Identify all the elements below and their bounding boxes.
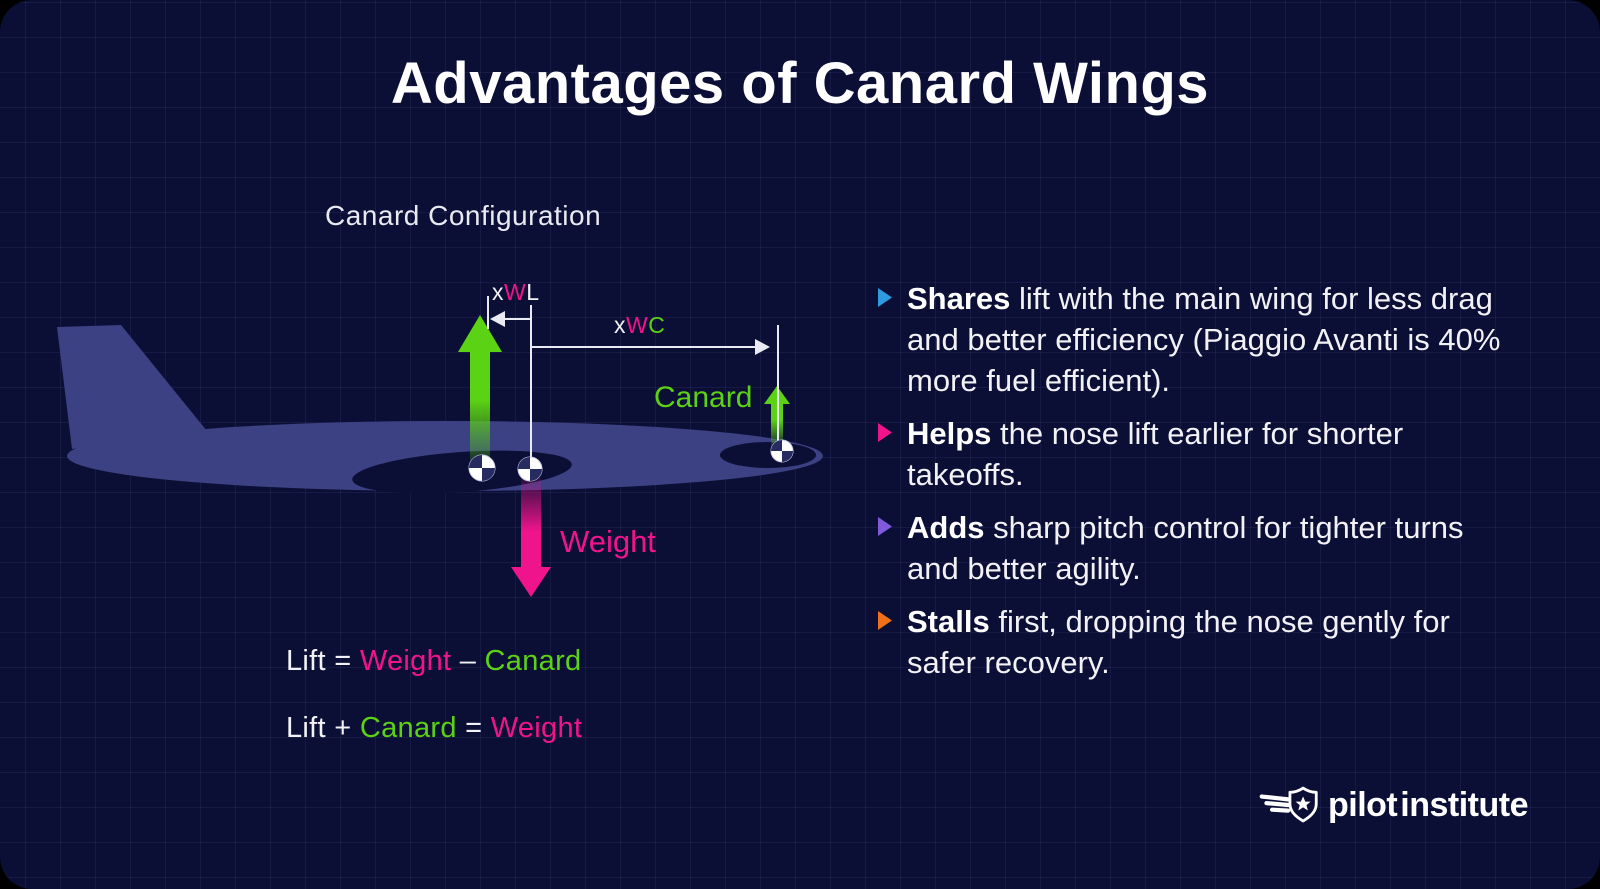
advantage-item: Adds sharp pitch control for tighter tur… [878, 507, 1523, 589]
wing-root-cutout [352, 450, 572, 494]
cg-symbol-datum [517, 456, 543, 482]
xwl-l: L [526, 279, 540, 305]
cg-symbol-canard [770, 439, 794, 463]
advantage-text: Stalls first, dropping the nose gently f… [907, 604, 1450, 680]
canard-aircraft-diagram [57, 296, 823, 597]
bullet-triangle-icon [878, 517, 892, 536]
advantage-item: Helps the nose lift earlier for shorter … [878, 413, 1523, 495]
equation-term: – [451, 645, 485, 677]
canard-force-label: Canard [654, 381, 753, 414]
logo-word-institute: institute [1400, 785, 1528, 824]
diagram-caption: Canard Configuration [325, 200, 602, 231]
xwc-arrowhead-icon [755, 339, 770, 355]
xwc-w: W [626, 312, 649, 338]
equation-term: = [456, 712, 491, 744]
xwc-dimension-label: xWC [614, 312, 665, 339]
advantage-item: Stalls first, dropping the nose gently f… [878, 601, 1523, 683]
advantage-lead-word: Stalls [907, 604, 990, 639]
page-title: Advantages of Canard Wings [390, 51, 1210, 116]
bullet-triangle-icon [878, 288, 892, 307]
pilot-institute-logo: pilotinstitute [1258, 782, 1528, 828]
equation-term: Canard [359, 712, 457, 744]
bullet-triangle-icon [878, 423, 892, 442]
weight-force-label: Weight [560, 524, 656, 559]
tail-fin [57, 325, 207, 449]
logo-word-pilot: pilot [1328, 785, 1398, 824]
star-icon [1295, 796, 1311, 811]
advantage-text: Shares lift with the main wing for less … [907, 281, 1501, 398]
advantage-lead-word: Adds [907, 510, 985, 545]
advantage-text: Adds sharp pitch control for tighter tur… [907, 510, 1464, 586]
lift-arrow [458, 315, 502, 470]
canard-root-cutout [720, 442, 816, 468]
cg-symbol-main [468, 454, 496, 482]
advantage-text: Helps the nose lift earlier for shorter … [907, 416, 1404, 492]
advantage-lead-word: Shares [907, 281, 1011, 316]
equation-term: Lift = [286, 645, 360, 677]
pilot-institute-logo-icon [1259, 786, 1318, 823]
advantages-list: Shares lift with the main wing for less … [878, 278, 1523, 695]
advantage-item: Shares lift with the main wing for less … [878, 278, 1523, 401]
xwl-dimension-label: xWL [492, 279, 540, 306]
weight-arrow [511, 478, 551, 597]
bullet-triangle-icon [878, 611, 892, 630]
equation-term: Weight [359, 645, 452, 677]
xwl-arrowhead-icon [490, 311, 505, 327]
equation-term: Canard [484, 645, 582, 677]
logo-wordmark: pilotinstitute [1328, 786, 1528, 825]
equation-term: Lift + [286, 712, 360, 744]
lift-equation-2: Lift + Canard = Weight [286, 712, 582, 745]
xwl-w: W [504, 279, 527, 305]
lift-equation-1: Lift = Weight – Canard [286, 645, 581, 678]
equation-term: Weight [490, 712, 583, 744]
xwc-x: x [614, 312, 626, 338]
xwl-x: x [492, 279, 504, 305]
advantage-lead-word: Helps [907, 416, 992, 451]
xwc-c: C [648, 312, 666, 338]
